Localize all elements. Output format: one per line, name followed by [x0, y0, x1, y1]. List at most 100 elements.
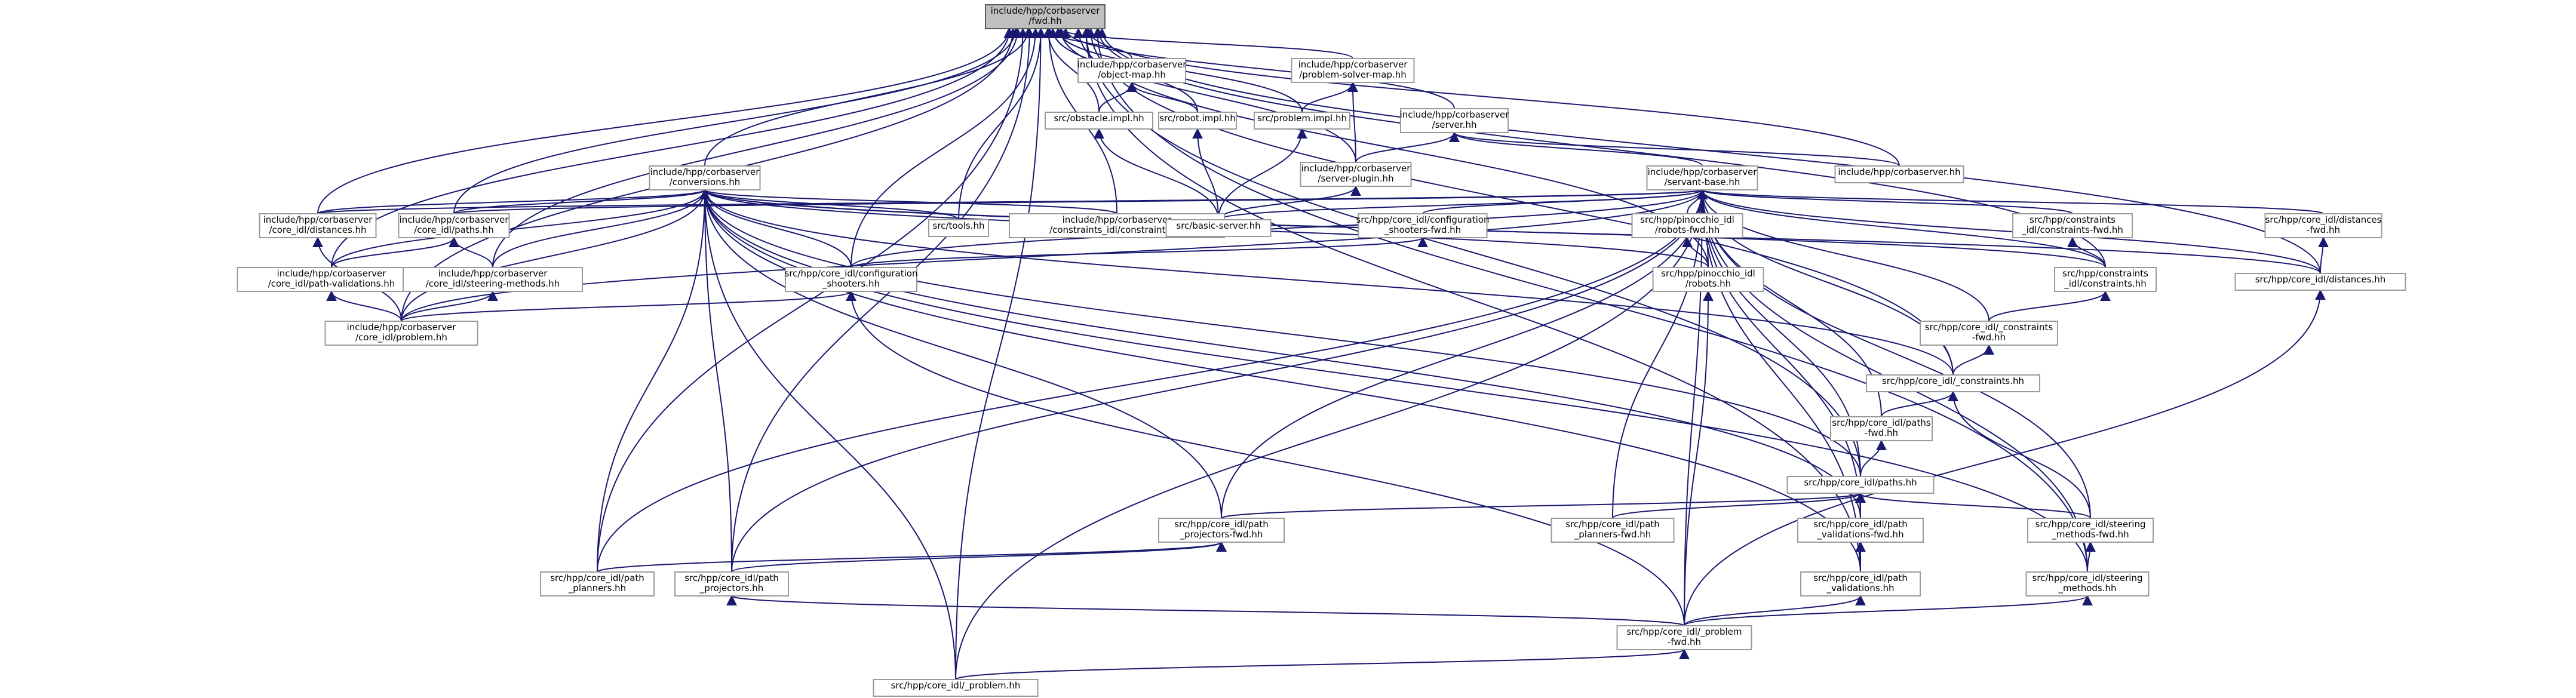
node-core-idl-distances[interactable]: include/hpp/corbaserver/core_idl/distanc… [259, 213, 377, 238]
node-robot-impl[interactable]: src/robot.impl.hh [1158, 112, 1237, 130]
edge-distances-src-to-distances-fwd [2317, 236, 2329, 274]
node-problem-fwd[interactable]: src/hpp/core_idl/_problem-fwd.hh [1616, 625, 1752, 650]
node-server[interactable]: include/hpp/corbaserver/server.hh [1400, 108, 1510, 133]
edge-core-idl-paths-to-fwd [453, 27, 1021, 214]
node-conf-shooters-fwd[interactable]: src/hpp/core_idl/configuration_shooters-… [1356, 213, 1490, 238]
edge-path-validations-fwd-to-conversions [699, 189, 1861, 519]
node-label: src/hpp/pinocchio_idl [1661, 268, 1755, 279]
edge-servant-base-to-server [1449, 131, 1703, 167]
node-distances-fwd[interactable]: src/hpp/core_idl/distances-fwd.hh [2264, 213, 2382, 238]
node-tools[interactable]: src/tools.hh [928, 219, 989, 237]
node-label: _methods.hh [2058, 583, 2116, 594]
edge-basic-server-to-robot-impl [1192, 128, 1219, 220]
edge-paths-fwd-to-core-constraints [1881, 390, 1958, 417]
node-label: include/hpp/corbaserver [1648, 167, 1758, 177]
node-steering-methods-inc[interactable]: include/hpp/corbaserver/core_idl/steerin… [403, 267, 583, 292]
edge-path-projectors-to-fwd [731, 27, 1035, 573]
node-box [1400, 108, 1509, 133]
node-label: _idl/constraints.hh [2064, 278, 2147, 290]
node-box [1291, 58, 1415, 83]
node-steering-methods-fwd[interactable]: src/hpp/core_idl/steering_methods-fwd.hh [2027, 518, 2154, 543]
node-box [2027, 518, 2154, 543]
edge-problem-impl-to-problem-solver-map [1301, 81, 1358, 113]
node-label: src/hpp/core_idl/_problem [1626, 626, 1742, 638]
node-constraints-fwd[interactable]: src/hpp/constraints_idl/constraints-fwd.… [2012, 213, 2133, 238]
node-label: -fwd.hh [2307, 225, 2340, 235]
node-core-idl-paths[interactable]: include/hpp/corbaserver/core_idl/paths.h… [398, 213, 510, 238]
edge-path-planners-to-servant-base [597, 189, 1708, 573]
edge-steering-methods-to-fwd [1092, 27, 2088, 573]
node-problem-inc[interactable]: include/hpp/corbaserver/core_idl/problem… [324, 321, 478, 346]
edge-core-idl-paths-to-servant-base [453, 189, 1707, 214]
node-steering-methods[interactable]: src/hpp/core_idl/steering_methods.hh [2025, 571, 2150, 596]
node-conversions[interactable]: include/hpp/corbaserver/conversions.hh [649, 165, 761, 190]
edge-path-projectors-to-conversions [699, 189, 732, 573]
node-path-projectors[interactable]: src/hpp/core_idl/path_projectors.hh [674, 571, 789, 596]
edge-problem-fwd-to-pinocchio-robots [1684, 290, 1714, 626]
edge-path-validations-inc-to-core-idl-paths [331, 236, 459, 268]
node-servant-base[interactable]: include/hpp/corbaserver/servant-base.hh [1646, 165, 1758, 190]
node-label: -fwd.hh [1668, 636, 1701, 647]
node-problem-src[interactable]: src/hpp/core_idl/_problem.hh [873, 679, 1039, 697]
node-path-planners-fwd[interactable]: src/hpp/core_idl/path_planners-fwd.hh [1550, 518, 1675, 543]
node-label: /server-plugin.hh [1318, 173, 1393, 184]
edge-steering-methods-to-conversions [699, 189, 2088, 573]
node-path-validations[interactable]: src/hpp/core_idl/path_validations.hh [1800, 571, 1921, 596]
node-box [1254, 112, 1350, 130]
node-box [785, 267, 917, 292]
node-label: -fwd.hh [1972, 332, 2006, 343]
edge-path-validations-to-conversions [699, 189, 1861, 573]
edge-core-idl-distances-to-conversions [317, 189, 710, 214]
edge-steering-methods-fwd-to-servant-base [1697, 189, 2091, 519]
node-paths-src[interactable]: src/hpp/core_idl/paths.hh [1786, 476, 1935, 494]
node-label: src/hpp/core_idl/_constraints.hh [1882, 376, 2024, 387]
edge-robot-impl-to-object-map [1126, 81, 1198, 113]
edge-pinocchio-robots-to-pinocchio-robots-fwd [1682, 236, 1709, 268]
node-box [1652, 267, 1764, 292]
node-obstacle-impl[interactable]: src/obstacle.impl.hh [1045, 112, 1153, 130]
node-pinocchio-robots[interactable]: src/hpp/pinocchio_idl/robots.hh [1652, 267, 1764, 292]
node-box [540, 571, 655, 596]
node-fwd[interactable]: include/hpp/corbaserver/fwd.hh [985, 4, 1106, 29]
node-corbaserver-hh[interactable]: include/hpp/corbaserver.hh [1834, 165, 1964, 183]
edge-steering-methods-fwd-to-core-constraints [1948, 390, 2091, 519]
node-label: _projectors-fwd.hh [1180, 529, 1263, 540]
node-problem-impl[interactable]: src/problem.impl.hh [1254, 112, 1350, 130]
node-label: /robots.hh [1685, 278, 1731, 289]
edge-server-plugin-to-problem-solver-map [1347, 81, 1359, 163]
node-path-planners[interactable]: src/hpp/core_idl/path_planners.hh [540, 571, 655, 596]
node-basic-server[interactable]: src/basic-server.hh [1165, 219, 1272, 237]
node-box [1830, 416, 1933, 441]
node-core-constraints[interactable]: src/hpp/core_idl/_constraints.hh [1866, 374, 2040, 392]
edge-path-projectors-fwd-to-paths-src [1221, 492, 1866, 519]
node-box [1616, 625, 1752, 650]
node-label: include/hpp/corbaserver [400, 214, 509, 225]
edge-constraints-src-to-servant-base [1697, 189, 2106, 268]
node-path-validations-fwd[interactable]: src/hpp/core_idl/path_validations-fwd.hh [1797, 518, 1924, 543]
node-label: /core_idl/paths.hh [414, 225, 494, 236]
node-label: /object-map.hh [1098, 69, 1166, 80]
edge-steering-methods-fwd-to-paths-src [1855, 492, 2091, 519]
node-path-projectors-fwd[interactable]: src/hpp/core_idl/path_projectors-fwd.hh [1158, 518, 1285, 543]
node-conf-shooters[interactable]: src/hpp/core_idl/configuration_shooters.… [785, 267, 918, 292]
node-core-constraints-fwd[interactable]: src/hpp/core_idl/_constraints-fwd.hh [1920, 321, 2058, 346]
node-constraints-src[interactable]: src/hpp/constraints_idl/constraints.hh [2054, 267, 2157, 292]
node-label: src/hpp/core_idl/path [684, 573, 779, 584]
node-box [1866, 374, 2040, 392]
node-label: _shooters.hh [822, 278, 880, 290]
node-label: include/hpp/corbaserver [1077, 59, 1187, 70]
node-distances-src[interactable]: src/hpp/core_idl/distances.hh [2234, 273, 2406, 291]
edge-corbaserver-hh-to-fwd [1082, 27, 1900, 167]
edge-conf-shooters-to-conversions [699, 189, 852, 268]
node-box [2234, 273, 2406, 291]
edge-problem-inc-to-servant-base [401, 189, 1708, 322]
node-problem-solver-map[interactable]: include/hpp/corbaserver/problem-solver-m… [1291, 58, 1415, 83]
node-path-validations-inc[interactable]: include/hpp/corbaserver/core_idl/path-va… [237, 267, 426, 292]
node-box [1165, 219, 1272, 237]
node-server-plugin[interactable]: include/hpp/corbaserver/server-plugin.hh [1300, 162, 1412, 187]
node-pinocchio-robots-fwd[interactable]: src/hpp/pinocchio_idl/robots-fwd.hh [1631, 213, 1743, 238]
node-object-map[interactable]: include/hpp/corbaserver/object-map.hh [1077, 58, 1187, 83]
node-label: include/hpp/corbaserver [1400, 109, 1510, 120]
node-paths-fwd[interactable]: src/hpp/core_idl/paths-fwd.hh [1830, 416, 1933, 441]
node-box [324, 321, 478, 346]
